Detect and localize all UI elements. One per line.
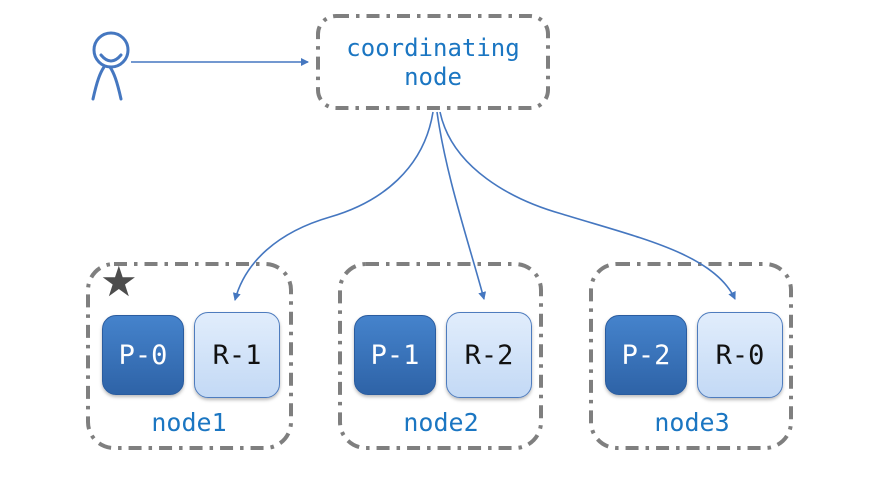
node-node3: P-2 R-0 node3 (589, 262, 795, 450)
node2-label: node2 (403, 408, 479, 437)
arrow-coordinating-to-r0 (439, 111, 736, 300)
node-node1: ★ P-0 R-1 node1 (86, 257, 292, 450)
replica-shard-r1: R-1 (194, 312, 280, 398)
node1-label: node1 (151, 408, 227, 437)
user-icon (91, 31, 130, 101)
coordinating-node-label: coordinating node (346, 33, 520, 91)
primary-shard-p2: P-2 (605, 315, 687, 395)
coordinating-node-border (316, 14, 550, 110)
node-node2: P-1 R-2 node2 (338, 262, 544, 450)
arrow-coordinating-to-r1 (232, 111, 434, 301)
primary-shard-p0: P-0 (102, 315, 184, 395)
arrow-coordinating-to-r2 (436, 111, 487, 300)
node2-border (338, 262, 543, 450)
replica-shard-r0: R-0 (697, 312, 783, 398)
node1-border (86, 262, 293, 450)
node3-label: node3 (654, 408, 730, 437)
node3-border (589, 262, 793, 450)
master-star-icon: ★ (100, 257, 138, 306)
replica-shard-r2: R-2 (446, 312, 532, 398)
primary-shard-p1: P-1 (354, 315, 436, 395)
